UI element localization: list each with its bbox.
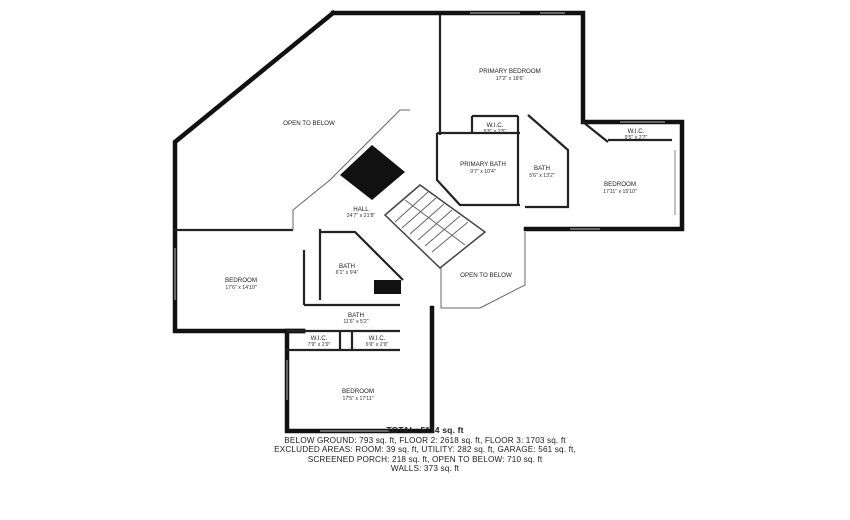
room-dimension-label: 5'5" x 2'5" — [484, 129, 507, 135]
room-bath-lower: BATH 11'6" x 5'2" — [343, 312, 368, 325]
room-dimension-label: 17'11" x 15'10" — [603, 189, 637, 195]
room-name-label: OPEN TO BELOW — [460, 272, 512, 279]
room-primary-bath: PRIMARY BATH 9'7" x 10'4" — [460, 161, 506, 175]
room-name-label: W.I.C. — [369, 335, 386, 342]
windows — [174, 12, 676, 432]
open-void-diamond — [340, 145, 405, 200]
room-dimension-label: 17'2" x 18'6" — [496, 76, 525, 82]
room-name-label: PRIMARY BATH — [460, 161, 506, 168]
room-dimension-label: 6'1" x 9'4" — [336, 270, 359, 276]
area-summary: TOTAL: 5114 sq. ft BELOW GROUND: 793 sq.… — [0, 425, 850, 474]
interior-walls — [175, 15, 672, 352]
room-name-label: BEDROOM — [342, 388, 374, 395]
walls-area: WALLS: 373 sq. ft — [390, 464, 460, 474]
room-dimension-label: 6'9" x 2'9" — [366, 342, 389, 348]
room-bedroom-left: BEDROOM 17'6" x 14'10" — [225, 277, 257, 291]
room-name-label: BATH — [534, 165, 550, 172]
staircase — [383, 184, 487, 269]
room-primary-bedroom: PRIMARY BEDROOM 17'2" x 18'6" — [479, 68, 541, 82]
room-name-label: HALL — [353, 206, 369, 213]
room-dimension-label: 17'5" x 17'11" — [343, 396, 374, 402]
room-name-label: BEDROOM — [225, 277, 257, 284]
room-name-label: W.I.C. — [311, 335, 328, 342]
room-name-label: BEDROOM — [604, 181, 636, 188]
room-wic-lower-left: W.I.C. 7'9" x 2'9" — [308, 335, 331, 348]
room-wic-lower-right: W.I.C. 6'9" x 2'9" — [366, 335, 389, 348]
room-bath-primary: BATH 5'6" x 13'2" — [529, 165, 555, 179]
room-name-label: W.I.C. — [628, 128, 645, 135]
excluded-areas-continued: SCREENED PORCH: 218 sq. ft, OPEN TO BELO… — [307, 454, 543, 464]
room-name-label: PRIMARY BEDROOM — [479, 68, 541, 75]
room-name-label: BATH — [348, 312, 364, 319]
room-open-to-below-small: OPEN TO BELOW — [460, 272, 512, 279]
room-name-label: BATH — [339, 263, 355, 270]
room-dimension-label: 24'7" x 21'8" — [347, 213, 376, 219]
room-dimension-label: 11'6" x 5'2" — [343, 319, 368, 325]
room-wic-primary: W.I.C. 5'5" x 2'5" — [484, 122, 507, 135]
room-wic-right: W.I.C. 9'5" x 2'7" — [625, 128, 648, 141]
room-bath-small: BATH 6'1" x 9'4" — [336, 263, 359, 276]
room-dimension-label: 5'6" x 13'2" — [529, 173, 555, 179]
room-bedroom-bottom: BEDROOM 17'5" x 17'11" — [342, 388, 374, 402]
room-bedroom-right: BEDROOM 17'11" x 15'10" — [603, 181, 637, 195]
room-dimension-label: 7'9" x 2'9" — [308, 342, 331, 348]
excluded-areas: EXCLUDED AREAS: ROOM: 39 sq. ft, UTILITY… — [274, 445, 576, 455]
room-dimension-label: 9'5" x 2'7" — [625, 135, 648, 141]
floor-breakdown: BELOW GROUND: 793 sq. ft, FLOOR 2: 2618 … — [284, 435, 566, 445]
room-name-label: W.I.C. — [487, 122, 504, 129]
room-dimension-label: 17'6" x 14'10" — [225, 285, 256, 291]
room-open-to-below-main: OPEN TO BELOW — [283, 120, 335, 127]
room-hall: HALL 24'7" x 21'8" — [347, 206, 376, 219]
room-name-label: OPEN TO BELOW — [283, 120, 335, 127]
total-area: TOTAL: 5114 sq. ft — [386, 425, 464, 435]
open-void-small — [374, 280, 401, 294]
room-dimension-label: 9'7" x 10'4" — [470, 169, 496, 175]
